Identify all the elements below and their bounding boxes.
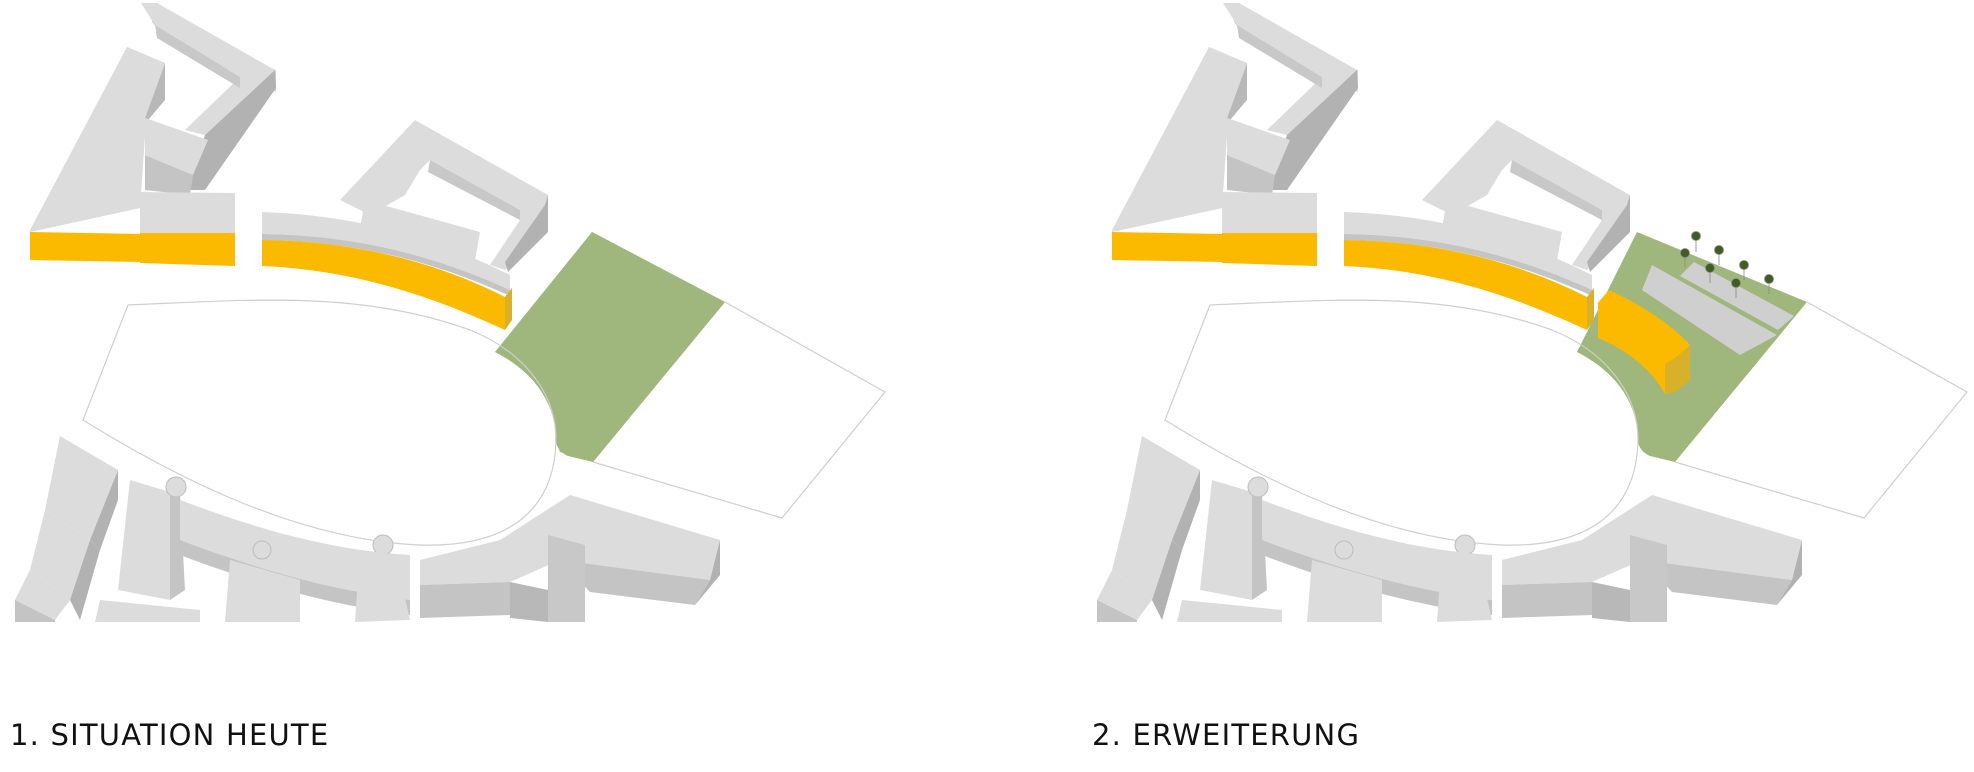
panel-erweiterung: 2. ERWEITERUNG	[1082, 0, 1974, 772]
green-space-extended	[1577, 232, 1807, 462]
trees	[1680, 231, 1774, 298]
parking-row	[1680, 262, 1794, 330]
caption-erweiterung: 2. ERWEITERUNG	[1092, 718, 1361, 752]
site-buildings	[14, 2, 886, 623]
caption-situation-heute: 1. SITUATION HEUTE	[10, 718, 330, 752]
new-building-extension	[1598, 290, 1690, 394]
parking-row	[1642, 265, 1777, 355]
axonometric-diagram-1	[14, 2, 886, 623]
axonometric-diagram-2	[1096, 2, 1968, 623]
site-buildings	[1096, 2, 1968, 623]
panel-situation-heute: 1. SITUATION HEUTE	[0, 0, 900, 772]
green-space-shape	[495, 232, 725, 462]
